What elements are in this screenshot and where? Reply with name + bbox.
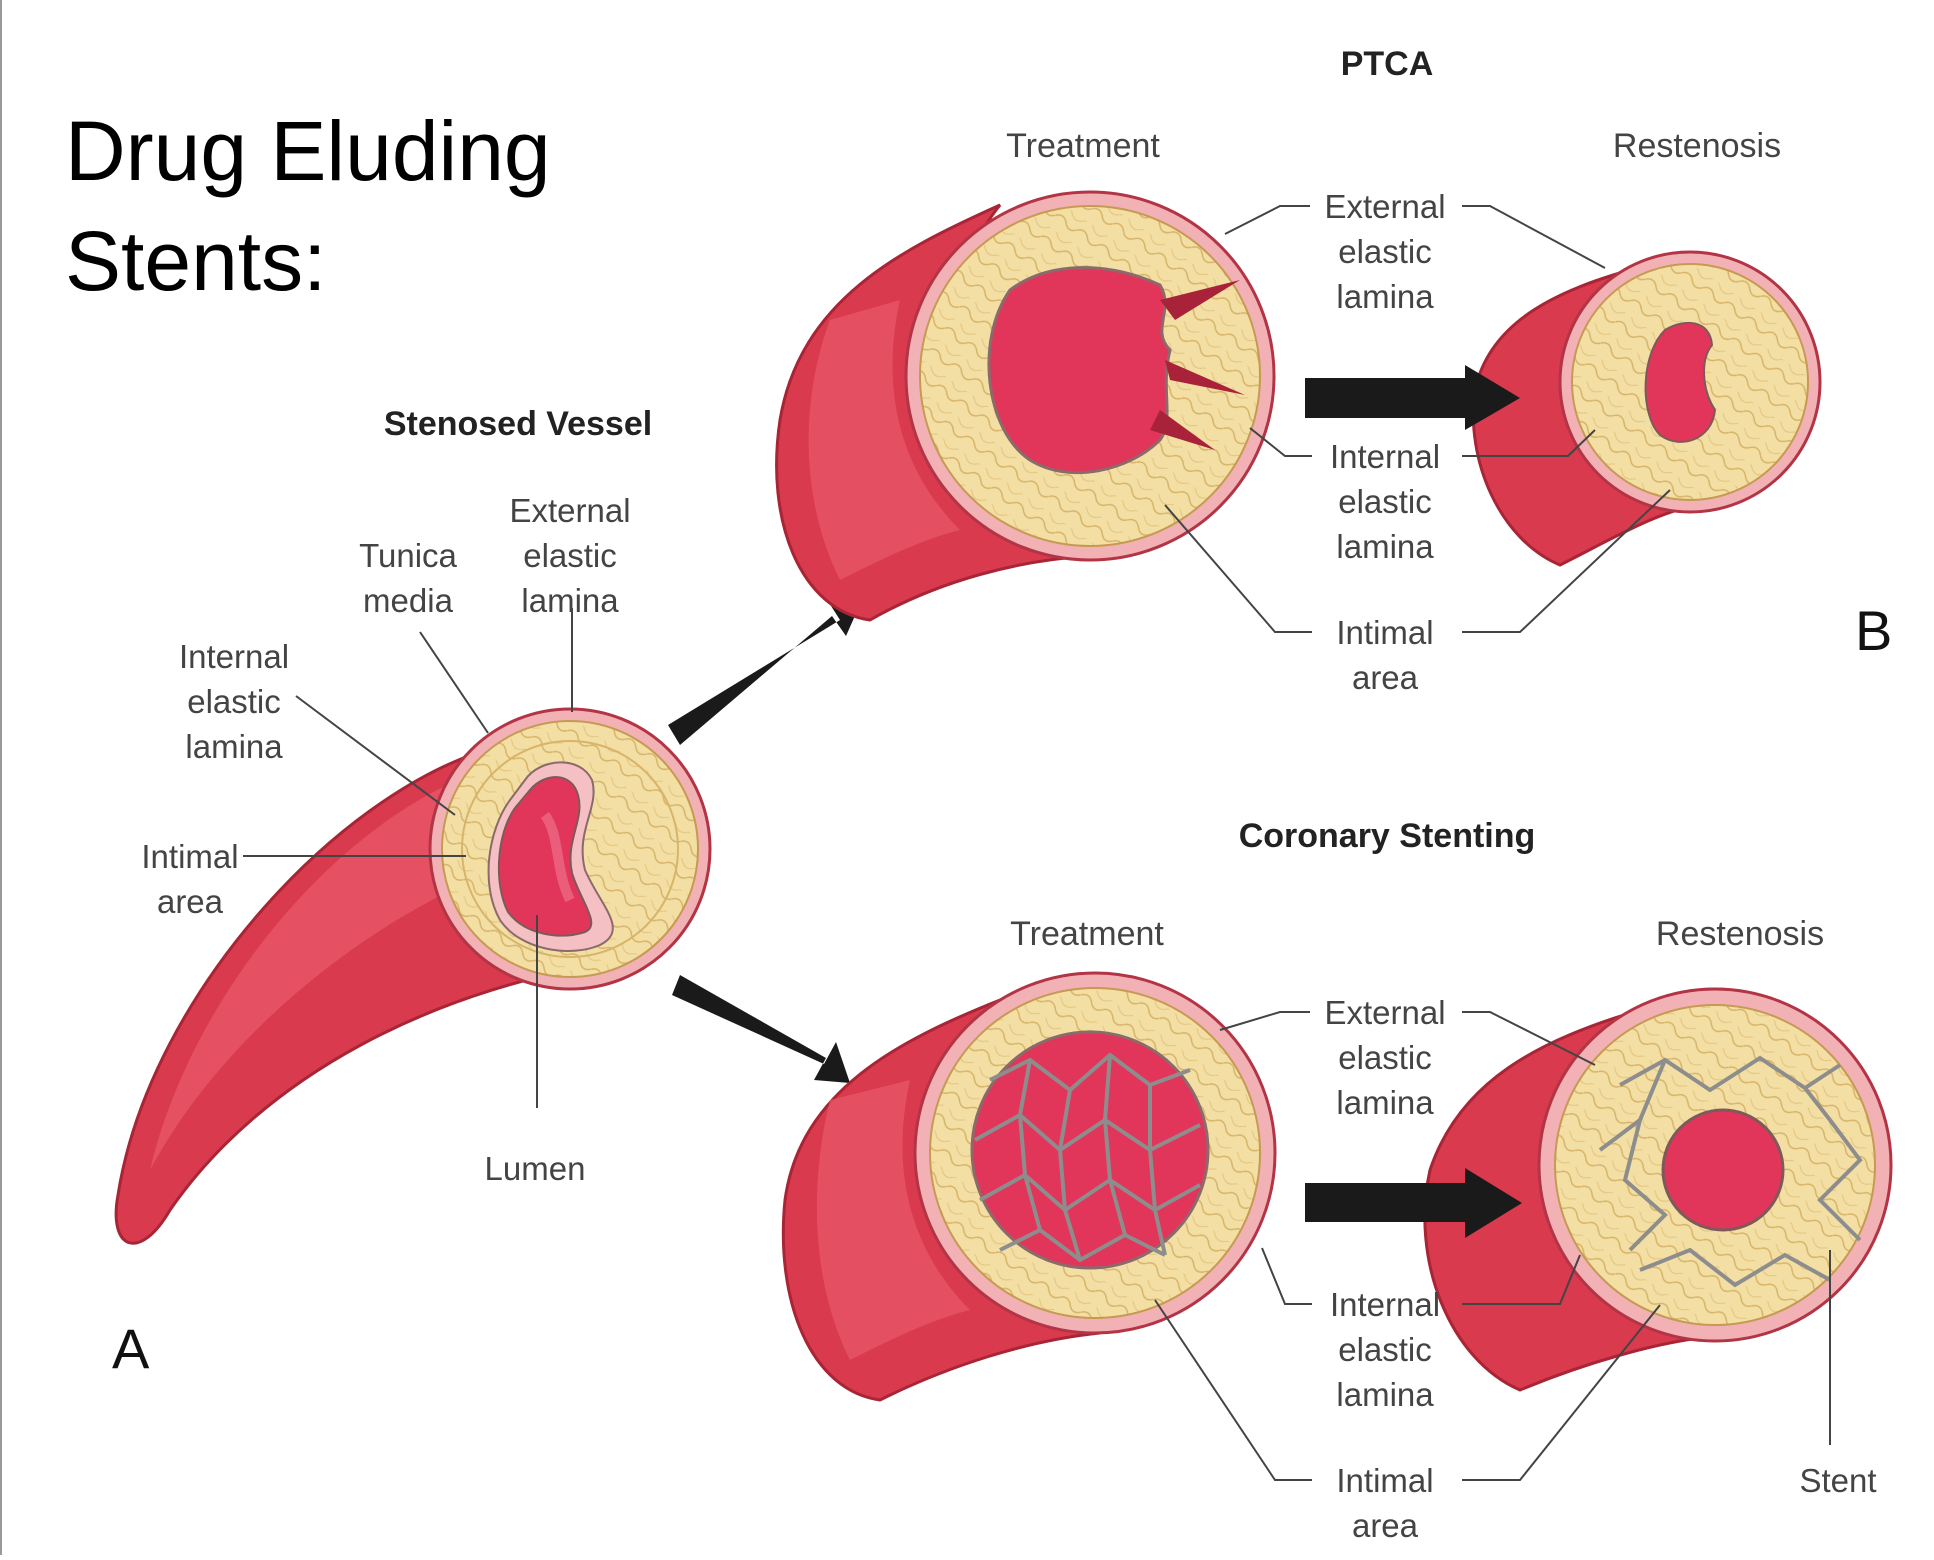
arrow-to-stenting	[672, 975, 850, 1083]
panel-c-title: Coronary Stenting	[1239, 817, 1536, 855]
vessel-b-treatment-lumen	[989, 268, 1170, 473]
panel-a-stenosed-vessel	[116, 709, 710, 1243]
vessel-c-restenosis-lumen	[1663, 1110, 1783, 1230]
panel-b-ptca	[777, 192, 1820, 620]
vessel-b-restenosis-lumen	[1646, 323, 1715, 442]
label-a-lumen: Lumen	[485, 1150, 586, 1187]
panel-b-treatment-label: Treatment	[1006, 127, 1160, 165]
slide-title-line-1: Drug Eluding	[65, 104, 551, 198]
panel-c-coronary-stenting	[783, 973, 1891, 1400]
arrow-to-ptca	[668, 598, 862, 745]
panel-b-title: PTCA	[1341, 45, 1434, 83]
panel-a-title: Stenosed Vessel	[384, 405, 652, 443]
slide-left-border	[0, 0, 2, 1555]
panel-c-letter: C	[1855, 1547, 1895, 1555]
panel-b-letter: B	[1855, 599, 1892, 662]
slide-title-line-2: Stents:	[65, 214, 326, 308]
label-c-stent: Stent	[1799, 1462, 1876, 1499]
vessel-c-treatment-lumen	[972, 1032, 1208, 1268]
panel-c-restenosis-label: Restenosis	[1656, 915, 1824, 953]
panel-b-restenosis-label: Restenosis	[1613, 127, 1781, 165]
panel-a-letter: A	[112, 1317, 150, 1380]
panel-c-treatment-label: Treatment	[1010, 915, 1164, 953]
